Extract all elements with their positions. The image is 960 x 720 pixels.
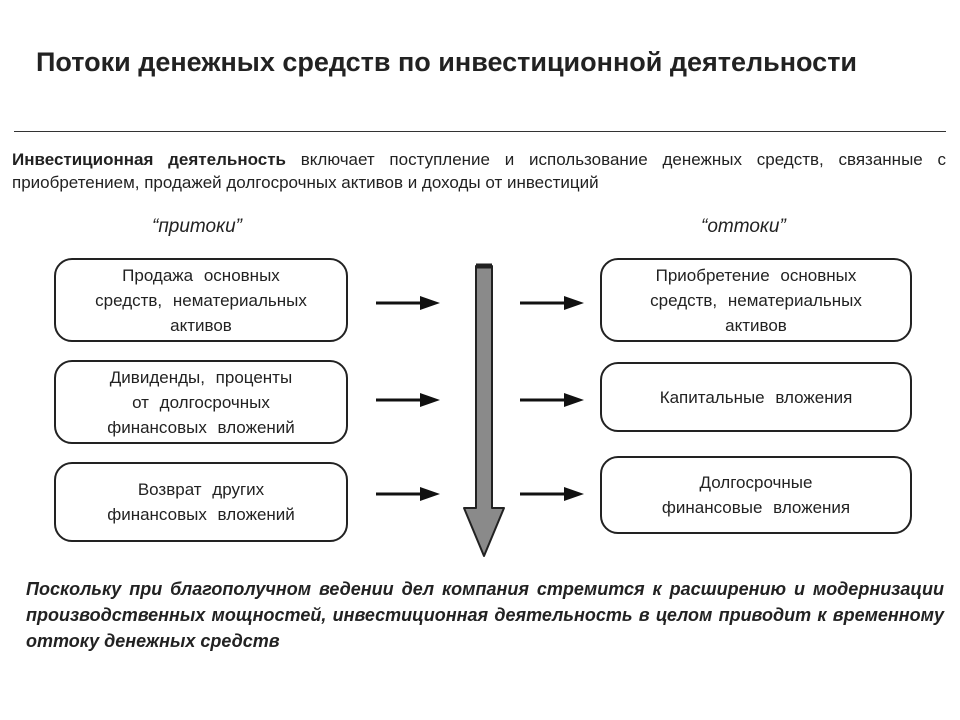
right-arrow-icon	[376, 393, 440, 407]
outflow-box-capital-investments: Капитальные вложения	[600, 362, 912, 432]
page-title: Потоки денежных средств по инвестиционно…	[36, 47, 858, 77]
right-arrow-icon	[376, 296, 440, 310]
outflow-box-label: Капитальные вложения	[659, 387, 853, 407]
outflow-box-label: Долгосрочные финансовые вложения	[661, 473, 851, 517]
right-arrow-icon	[520, 393, 584, 407]
outflows-label: “оттоки”	[701, 216, 786, 237]
inflow-box-investment-return: Возврат других финансовых вложений	[54, 462, 348, 542]
central-down-arrow-icon	[463, 263, 505, 557]
inflow-box-label: Продажа основных средств, нематериальных…	[95, 265, 307, 335]
outflow-box-label: Приобретение основных средств, нематериа…	[650, 265, 862, 335]
outflow-box-long-term-investments: Долгосрочные финансовые вложения	[600, 456, 912, 534]
intro-paragraph: Инвестиционная деятельность включает пос…	[12, 148, 946, 194]
inflow-box-asset-sales: Продажа основных средств, нематериальных…	[54, 258, 348, 342]
inflow-box-label: Возврат других финансовых вложений	[107, 480, 295, 524]
intro-text: включает поступление и использование ден…	[12, 150, 946, 192]
outflow-box-asset-purchase: Приобретение основных средств, нематериа…	[600, 258, 912, 342]
right-arrow-icon	[520, 296, 584, 310]
right-arrow-icon	[520, 487, 584, 501]
inflows-label: “притоки”	[152, 216, 242, 237]
inflow-box-label: Дивиденды, проценты от долгосрочных фина…	[107, 367, 295, 437]
right-arrow-icon	[376, 487, 440, 501]
title-divider	[14, 131, 946, 132]
inflow-box-dividends: Дивиденды, проценты от долгосрочных фина…	[54, 360, 348, 444]
conclusion-paragraph: Поскольку при благополучном ведении дел …	[26, 579, 944, 651]
intro-term: Инвестиционная деятельность	[12, 150, 286, 169]
